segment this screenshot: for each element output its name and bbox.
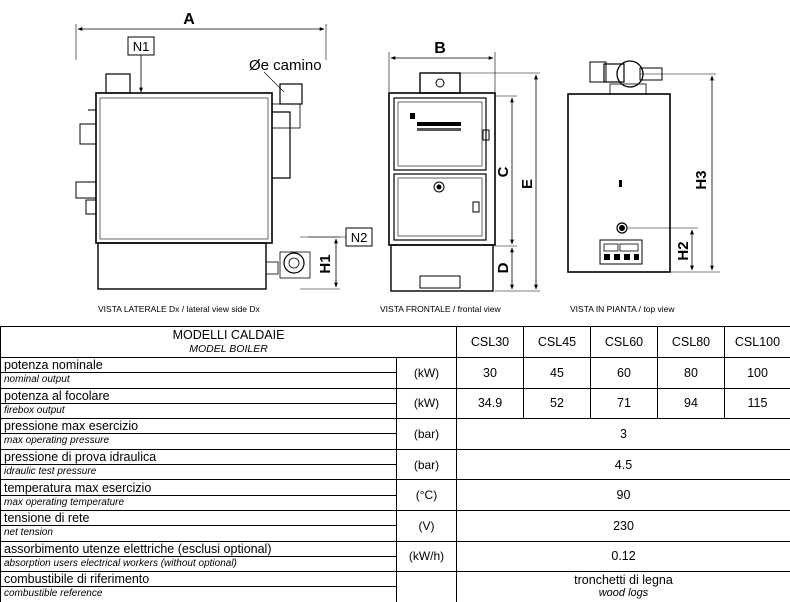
model-header: CSL45 [523,326,591,358]
model-header: CSL100 [724,326,790,358]
fuel-value-sub: wood logs [598,587,649,600]
row-value: 3 [456,418,790,450]
model-header: CSL30 [456,326,524,358]
row-label-sub: nominal output [4,374,70,386]
row-value: 45 [523,357,591,389]
header-title: MODELLI CALDAIE [172,328,285,342]
row-value: 71 [590,387,658,420]
dim-c-label: C [495,166,512,177]
header-cell: MODELLI CALDAIE MODEL BOILER [0,326,457,358]
row-label-sub: firebox output [4,404,65,416]
table-row: assorbimento utenze elettriche (esclusi … [0,540,790,573]
row-unit: (bar) [396,448,457,481]
row-label-main: potenza al focolare [1,389,396,404]
row-label-sub: idraulic test pressure [4,466,97,478]
row-value: 52 [523,387,591,420]
caption-top-view: VISTA IN PIANTA / top view [570,304,675,314]
dim-a-label: A [183,11,195,28]
tag-n2: N2 [351,230,368,245]
row-value: 115 [724,387,790,420]
row-label-sub: net tension [4,527,53,539]
row-value: 4.5 [456,448,790,481]
front-view-drawing [388,52,540,292]
model-header: CSL60 [590,326,658,358]
row-label-sub: max operating pressure [4,435,110,447]
row-label: assorbimento utenze elettriche (esclusi … [0,540,397,573]
model-header: CSL80 [657,326,725,358]
dim-h2-label: H2 [675,241,692,260]
row-label-main: pressione di prova idraulica [1,450,396,466]
row-unit [396,571,457,602]
row-value: 34.9 [456,387,524,420]
chimney-diameter-label: Øe camino [249,57,322,74]
dim-h1-label: H1 [317,254,334,273]
row-label-main: potenza nominale [1,358,396,374]
dim-b-label: B [434,40,446,57]
row-unit: (bar) [396,418,457,450]
row-unit: (kW) [396,387,457,420]
fuel-value: tronchetti di legna [574,573,673,588]
side-view-drawing [75,24,346,290]
front-view-labels: B C D E [434,40,536,273]
tag-n1: N1 [133,39,150,54]
row-value: 80 [657,357,725,389]
row-label-sub: combustible reference [4,588,103,600]
boiler-spec-table: MODELLI CALDAIE MODEL BOILER CSL30 CSL45… [0,326,790,602]
dim-h3-label: H3 [693,170,710,189]
row-value: tronchetti di legna wood logs [456,571,790,602]
table-header-row: MODELLI CALDAIE MODEL BOILER CSL30 CSL45… [0,326,790,358]
row-value: 60 [590,357,658,389]
dim-d-label: D [495,262,512,273]
header-subtitle: MODEL BOILER [189,343,268,355]
side-view-labels: A N1 N2 Øe camino H1 [127,11,373,274]
row-label-main: pressione max esercizio [1,419,396,435]
row-label-main: temperatura max esercizio [1,481,396,496]
row-label-sub: max operating temperature [4,496,125,508]
row-unit: (°C) [396,479,457,511]
row-unit: (kW/h) [396,540,457,573]
caption-side-view: VISTA LATERALE Dx / lateral view side Dx [98,304,260,314]
row-value: 100 [724,357,790,389]
dim-e-label: E [519,179,536,189]
caption-front-view: VISTA FRONTALE / frontal view [380,304,501,314]
row-label-sub: absorption users electrical workers (wit… [4,557,237,569]
top-view-drawing [567,60,720,273]
row-label-main: tensione di rete [1,511,396,527]
technical-drawings: A N1 N2 Øe camino H1 [75,11,720,292]
row-value: 0.12 [456,540,790,573]
row-unit: (V) [396,509,457,542]
row-value: 230 [456,509,790,542]
row-label-main: assorbimento utenze elettriche (esclusi … [1,542,396,557]
row-value: 30 [456,357,524,389]
row-value: 90 [456,479,790,511]
top-view-labels: H2 H3 [675,170,710,260]
row-value: 94 [657,387,725,420]
row-unit: (kW) [396,357,457,389]
row-label-main: combustibile di riferimento [1,572,396,588]
